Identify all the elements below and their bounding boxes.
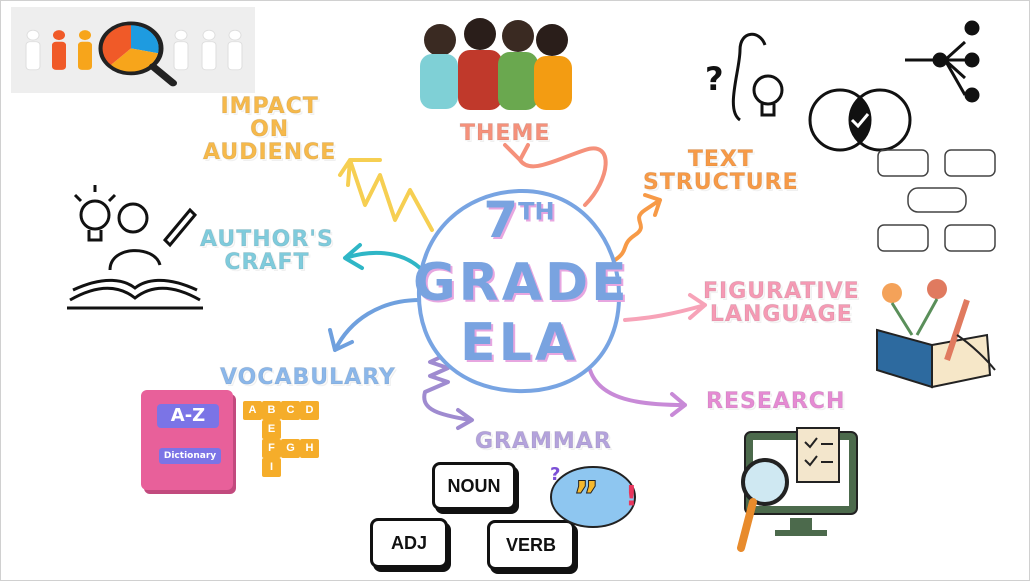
label-line: ON [250,117,290,143]
people-magnifier-icon [25,21,243,87]
label-line: LANGUAGE [709,302,853,328]
author-writing-icon [67,185,203,310]
grade-digit: 7 [483,191,519,249]
arrow-authors-craft [343,243,422,270]
label-authors-craft: AUTHOR'S CRAFT [200,227,334,276]
label-grammar: GRAMMAR [475,429,612,454]
arrow-figurative [623,293,707,322]
subject-word: ELA [460,313,578,373]
research-monitor-magnifier-icon [737,427,858,552]
svg-text:!: ! [625,479,638,512]
dictionary-icon: A-Z Dictionary [141,390,233,490]
label-vocabulary: VOCABULARY [220,365,396,390]
label-line: TEXT [687,147,754,172]
label-figurative-language: FIGURATIVE LANGUAGE [703,279,860,328]
text-structure-icons: ? [705,20,996,252]
grade-word: GRADE [413,253,630,313]
letter-tile: D [300,401,319,420]
label-text-structure: TEXT STRUCTURE [643,147,799,196]
question-bulb-icon: ? [705,32,784,122]
dictionary-title: A-Z [157,404,219,428]
venn-check-icon [808,88,912,152]
label-research: RESEARCH [705,389,846,414]
arrow-theme-head [503,143,530,162]
letter-tile: B [262,401,281,420]
arrow-theme [518,146,608,207]
label-line: IMPACT [220,94,319,119]
label-theme: THEME [459,121,551,146]
label-impact-on-audience: IMPACT ON AUDIENCE [202,94,337,166]
friends-group-icon [420,18,572,110]
letter-tile: I [262,458,281,477]
word-box-verb: VERB [487,520,575,570]
label-line: AUDIENCE [202,140,337,166]
arrow-research [588,368,687,417]
central-circle [416,188,622,394]
central-topic: 7TH GRADE ELA [413,185,630,397]
dictionary-subtitle: Dictionary [159,448,221,464]
letter-tile: F [262,439,281,458]
arrow-vocabulary [328,298,422,352]
grade-number: 7TH [413,191,625,249]
book-flowers-writing-icon [876,279,996,389]
label-line: STRUCTURE [643,170,799,196]
box-diagram-icon [877,149,996,252]
quote-speech-bubble-icon: ” ! ? [550,464,638,528]
audience-analysis-image [11,7,255,93]
letter-tile: A [243,401,262,420]
letter-tile: G [281,439,300,458]
grade-suffix: TH [518,197,555,226]
label-line: CRAFT [224,250,310,276]
flow-network-icon [905,20,980,103]
arrow-impact [338,158,434,232]
letter-tile: C [281,401,300,420]
letter-tile: H [300,439,319,458]
svg-text:?: ? [705,60,724,98]
svg-text:”: ” [573,474,599,520]
label-line: FIGURATIVE [703,279,860,304]
word-box-adj: ADJ [370,518,448,568]
arrow-grammar [422,353,474,430]
letter-tile: E [262,420,281,439]
svg-text:?: ? [550,464,560,485]
word-box-noun: NOUN [432,462,516,510]
label-line: AUTHOR'S [200,227,334,252]
arrow-text-structure [613,193,662,262]
